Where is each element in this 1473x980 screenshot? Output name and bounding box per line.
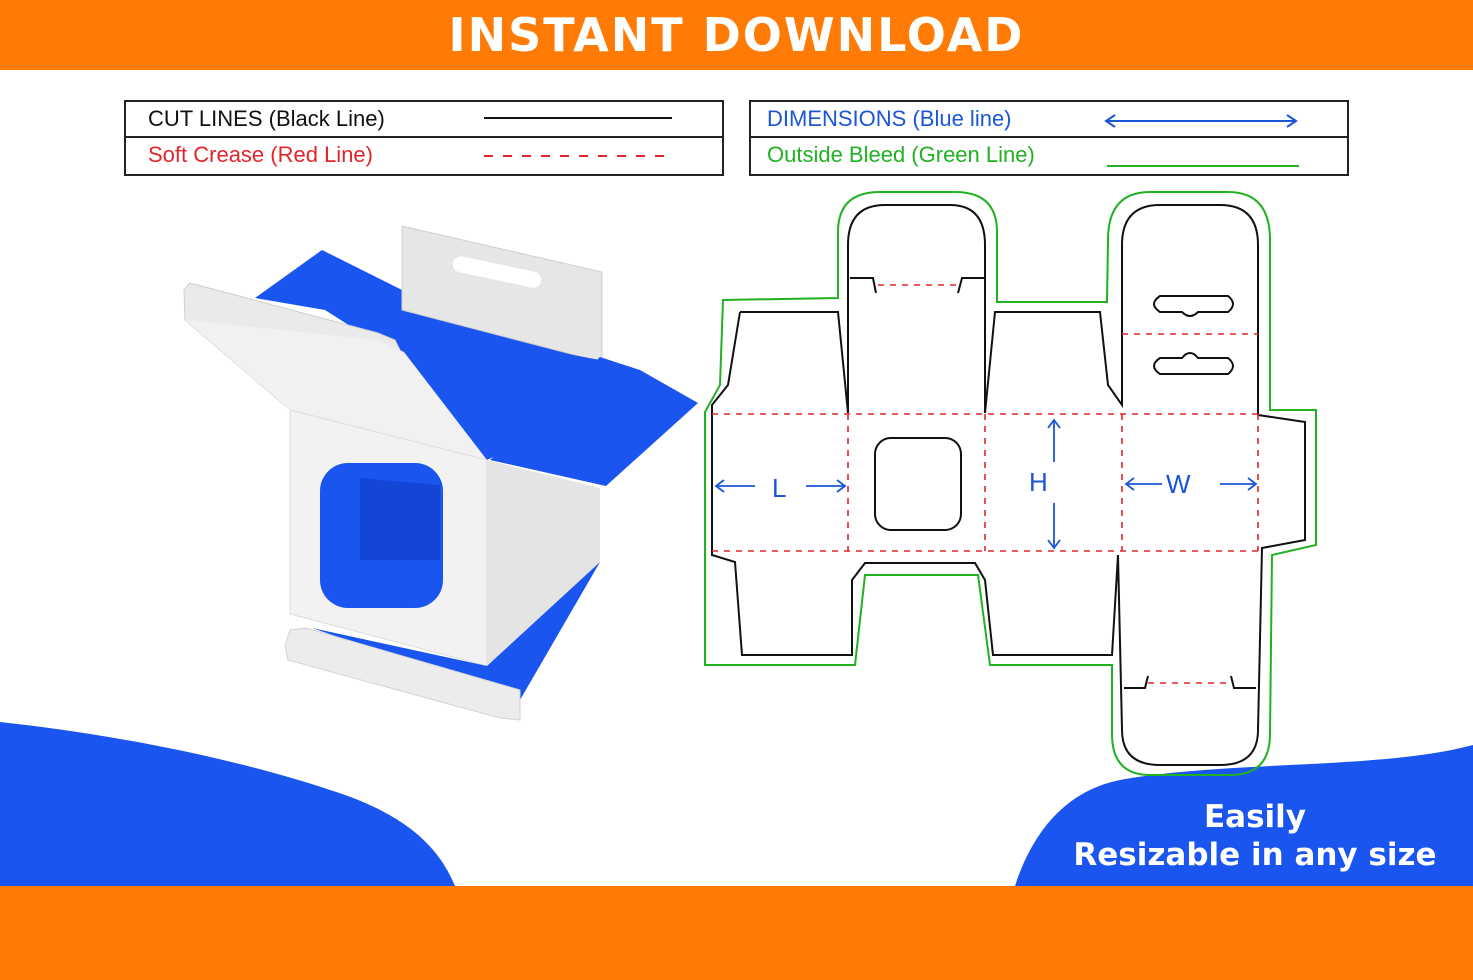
box-bottom-flap: [284, 627, 521, 721]
cut-outline: [711, 204, 1306, 766]
crease-lines: [712, 284, 1259, 684]
legend-dimension-label: DIMENSIONS (Blue line): [767, 106, 1012, 131]
box-side-face: [487, 460, 600, 666]
hanger-hole-bottom: [1153, 352, 1234, 375]
legend-row-dimension: DIMENSIONS (Blue line): [751, 102, 1347, 138]
double-arrow-icon: [1104, 114, 1298, 128]
promo-text: Easily Resizable in any size: [1040, 798, 1470, 874]
height-label: H: [1029, 467, 1048, 497]
legend-row-crease: Soft Crease (Red Line): [126, 138, 722, 174]
legend-dimension-bleed: DIMENSIONS (Blue line) Outside Bleed (Gr…: [749, 100, 1349, 176]
dimension-arrows: [714, 418, 1258, 550]
bleed-outline: [704, 191, 1317, 776]
legend-row-bleed: Outside Bleed (Green Line): [751, 138, 1347, 174]
blue-wave-right: [1015, 745, 1473, 886]
box-right-flap: [490, 357, 698, 486]
crease-line-sample-icon: [484, 155, 672, 157]
bleed-line-sample-icon: [1107, 165, 1299, 167]
box-mockup: [183, 225, 698, 721]
promo-line-2: Resizable in any size: [1073, 837, 1437, 873]
box-left-flap-face: [185, 320, 487, 460]
hanger-slot-icon: [452, 256, 542, 288]
dieline: [704, 191, 1317, 776]
length-label: L: [772, 473, 786, 503]
top-banner: INSTANT DOWNLOAD: [0, 0, 1473, 70]
hanger-hole-top: [1153, 295, 1234, 317]
box-bottom-blue: [312, 562, 600, 700]
promo-line-1: Easily: [1203, 799, 1306, 835]
width-label: W: [1166, 469, 1191, 499]
bottom-tuck-notch: [1124, 675, 1256, 689]
bottom-bar: [0, 886, 1473, 980]
legend-cut-crease: CUT LINES (Black Line) Soft Crease (Red …: [124, 100, 724, 176]
dieline-window: [874, 437, 962, 531]
blue-wave-left: [0, 722, 455, 886]
legend-cut-label: CUT LINES (Black Line): [148, 106, 385, 131]
banner-title: INSTANT DOWNLOAD: [448, 8, 1025, 62]
legend-row-cut: CUT LINES (Black Line): [126, 102, 722, 138]
cut-line-sample-icon: [484, 117, 672, 119]
top-tuck-notch: [850, 277, 985, 294]
box-window-inner: [360, 478, 440, 560]
legend-bleed-label: Outside Bleed (Green Line): [767, 142, 1035, 167]
legend-crease-label: Soft Crease (Red Line): [148, 142, 373, 167]
